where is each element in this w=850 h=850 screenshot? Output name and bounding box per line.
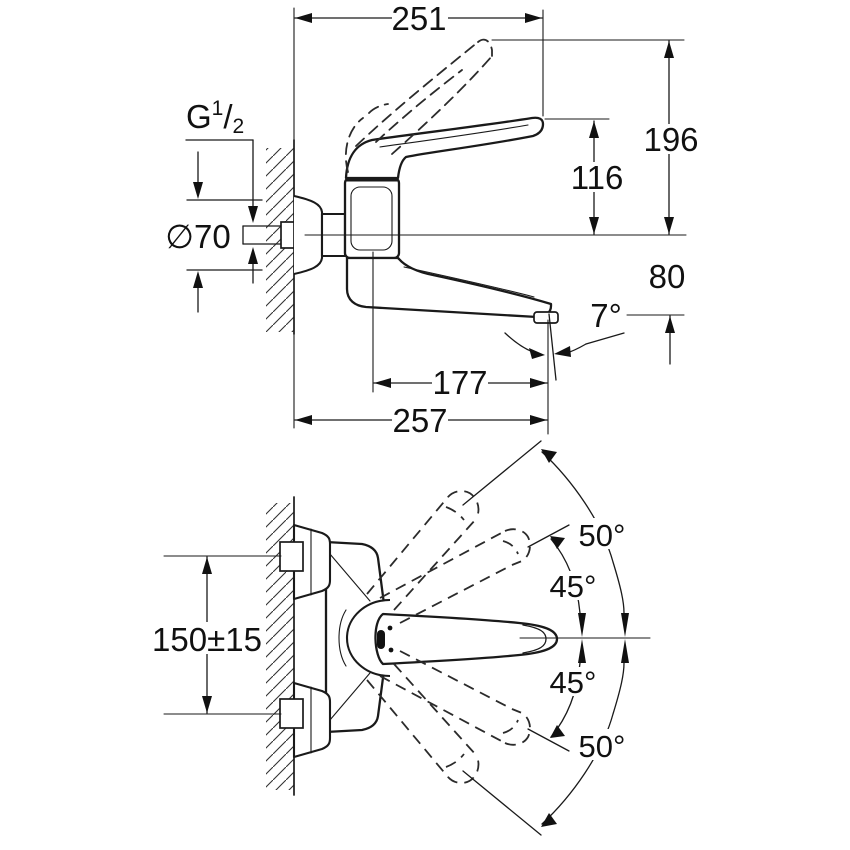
lever-swing-down-45-dashed xyxy=(379,650,531,746)
thread-block xyxy=(280,221,295,249)
lever-handle-front xyxy=(374,612,559,666)
angle-down-max-label: 50° xyxy=(579,729,626,764)
dim-connection-centers-label: 150±15 xyxy=(152,621,262,658)
dim-outlet-angle xyxy=(504,313,625,381)
thread-numerator: 1 xyxy=(212,97,224,120)
body-edge-inner-top xyxy=(323,546,371,602)
thread-slash: / xyxy=(223,98,233,135)
dim-outlet-offset-label: 80 xyxy=(649,258,686,295)
angle-up-label: 45° xyxy=(550,569,597,604)
dim-overall-width-label: 251 xyxy=(391,0,446,37)
dim-thread-label: G1/2 xyxy=(186,97,244,138)
spout-inner-line xyxy=(403,266,535,298)
dim-flange-diameter-label: ∅70 xyxy=(165,218,230,255)
dim-max-height-label: 196 xyxy=(643,121,698,158)
lever-dot-top xyxy=(387,625,393,631)
dim-outlet-angle-label: 7° xyxy=(590,297,622,334)
thread-g: G xyxy=(186,98,212,135)
body-inner-detail xyxy=(350,186,393,251)
lever-inner-line xyxy=(379,124,529,148)
lever-cap-inner xyxy=(522,624,547,654)
spout xyxy=(345,256,553,319)
s-union-bottom xyxy=(279,681,332,759)
lever-dot-bottom xyxy=(388,647,394,653)
angle-up-max-label: 50° xyxy=(579,518,626,553)
dim-spout-reach-label: 177 xyxy=(432,364,487,401)
dim-thread xyxy=(185,139,258,284)
lever-swing-up-50-dashed xyxy=(366,490,480,611)
dim-overall-depth-label: 257 xyxy=(392,402,447,439)
front-view: 150±15 50° 45° 45° 50° xyxy=(152,440,651,836)
dim-outlet-offset xyxy=(626,314,685,365)
s-union-top xyxy=(279,523,332,601)
aerator xyxy=(533,311,559,324)
lever-raised-dashed xyxy=(344,38,493,173)
thread-denominator: 2 xyxy=(233,115,245,138)
angle-down-label: 45° xyxy=(550,665,597,700)
lever-swing-down-50-dashed xyxy=(366,663,480,784)
angle-annotations xyxy=(462,440,629,836)
lever-logo-mark xyxy=(377,630,385,649)
body-edge-inner-bottom xyxy=(323,672,371,728)
side-view: 251 G1/2 ∅70 196 116 80 7° 177 257 xyxy=(165,0,700,439)
dim-flange-diameter xyxy=(186,151,263,313)
dim-lever-height-label: 116 xyxy=(571,159,624,196)
lever-swing-up-45-dashed xyxy=(379,528,531,624)
